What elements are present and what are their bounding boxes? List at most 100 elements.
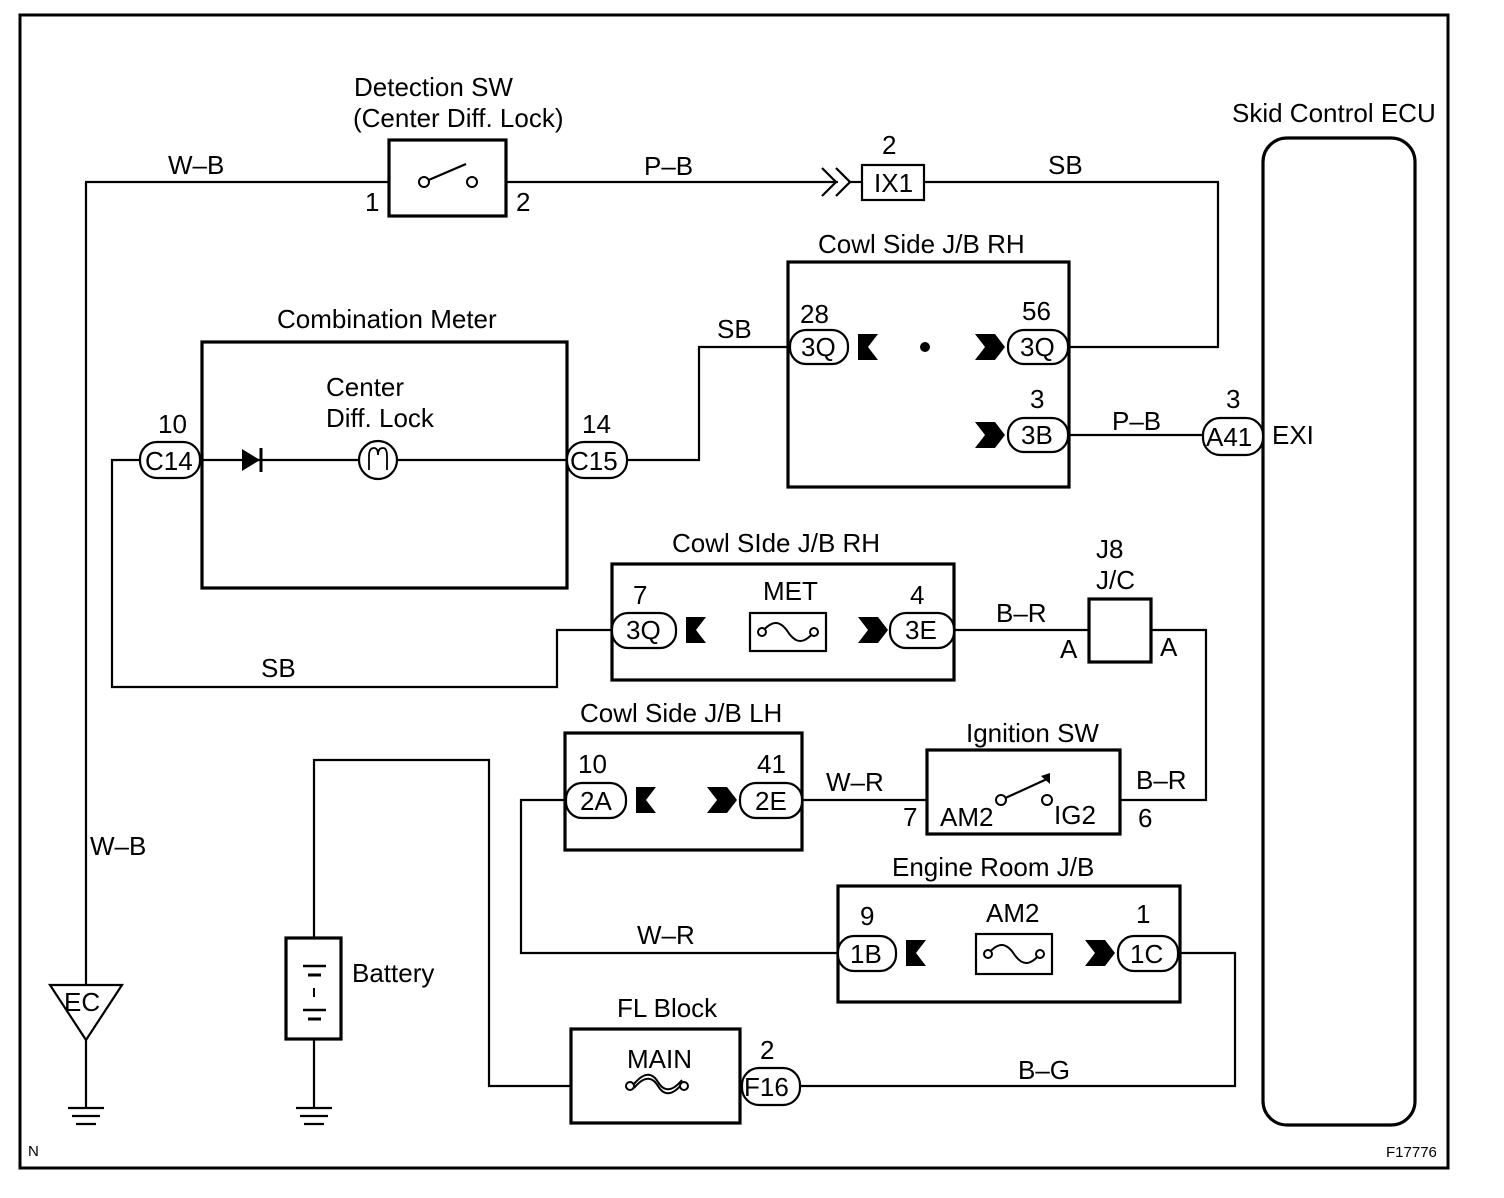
engine-connector-1c: [1116, 934, 1180, 973]
cowl-top-connector-3q-right-label: 3Q: [1020, 332, 1055, 362]
connector-c14-label: C14: [145, 446, 193, 476]
ground-icon: [296, 1106, 332, 1126]
battery-label: Battery: [352, 958, 434, 988]
cowl-lh-connector-2e-label: 2E: [755, 786, 787, 816]
cowl-jb-lh: Cowl Side J/B LH 2A 10 2E 41: [563, 698, 804, 852]
fuse-am2-label: AM2: [986, 898, 1039, 928]
connector-c15: [565, 440, 629, 480]
fusible-link-icon: [625, 1073, 689, 1095]
diagram-frame: [18, 13, 1450, 1170]
engine-pin-9: 9: [860, 901, 874, 931]
ecu-body: [1261, 136, 1417, 1127]
lamp-label-line1: Center: [326, 372, 404, 402]
detection-switch-pin-1: 1: [365, 187, 379, 217]
ground-point-ec: EC: [47, 983, 125, 1043]
cowl-top-pin-3: 3: [1030, 384, 1044, 414]
ignition-switch-body: [925, 748, 1122, 836]
wire-label: B–G: [1018, 1055, 1070, 1085]
j8-junction-connector: J8 J/C A A: [1060, 534, 1178, 664]
detection-switch-body: [387, 138, 508, 218]
splice-dot: [920, 342, 930, 352]
wire-labels: W–B P–B SB SB P–B SB B–R W–R B–R W–B W–R…: [90, 150, 1187, 1085]
wire-label: W–R: [826, 767, 884, 797]
combination-meter-title: Combination Meter: [277, 304, 497, 334]
cowl-top-connector-3q-right: [1006, 328, 1070, 366]
a41-body: [1201, 416, 1265, 457]
connector-c14: [138, 440, 202, 480]
wire-label: P–B: [1112, 406, 1161, 436]
a41-label: A41: [1206, 422, 1252, 452]
j8-title: J8: [1096, 534, 1123, 564]
ignition-switch-title: Ignition SW: [966, 718, 1099, 748]
ignition-pin-7: 7: [903, 802, 917, 832]
fl-block: FL Block MAIN F16 2: [569, 993, 802, 1125]
cowl-jb-lh-title: Cowl Side J/B LH: [580, 698, 782, 728]
ignition-terminal-am2: AM2: [940, 802, 993, 832]
cowl-lh-pin-41: 41: [757, 749, 786, 779]
wire-label: SB: [261, 653, 296, 683]
connector-f16-pin: 2: [760, 1035, 774, 1065]
bulb-icon: [357, 439, 399, 481]
lamp-label-line2: Diff. Lock: [326, 403, 435, 433]
fl-block-title: FL Block: [617, 993, 718, 1023]
engine-connector-1b: [836, 934, 898, 973]
diode-icon: [242, 448, 263, 472]
engine-connector-1c-label: 1C: [1130, 939, 1163, 969]
wire-label: B–R: [996, 598, 1047, 628]
ignition-contact-icon: [995, 773, 1053, 806]
connector-f16-label: F16: [744, 1072, 789, 1102]
engine-room-jb-title: Engine Room J/B: [892, 852, 1094, 882]
wire-label: B–R: [1136, 765, 1187, 795]
a41-connector: A41 3: [1201, 384, 1265, 457]
wire-label: P–B: [644, 151, 693, 181]
detection-switch-subtitle: (Center Diff. Lock): [353, 103, 563, 133]
connector-c15-label: C15: [570, 446, 618, 476]
ix1-connector: IX1 2: [821, 130, 926, 202]
battery: Battery: [284, 936, 434, 1041]
connector-c15-pin: 14: [582, 409, 611, 439]
wire-label: W–B: [168, 150, 224, 180]
j8-subtitle: J/C: [1096, 565, 1135, 595]
combination-meter: Combination Meter Center Diff. Lock C14 …: [138, 304, 629, 590]
ground-point-label: EC: [64, 987, 100, 1017]
ignition-pin-6: 6: [1138, 803, 1152, 833]
fuse-icon: [761, 622, 815, 642]
cowl-jb-rh-mid: Cowl SIde J/B RH 3Q 7 MET 3E 4: [610, 528, 956, 682]
ground-triangle-icon: [47, 983, 125, 1043]
cowl-mid-connector-3e: [888, 611, 956, 650]
connector-c14-pin: 10: [158, 409, 187, 439]
connector-f16: [740, 1066, 802, 1107]
cowl-lh-connector-2a: [564, 781, 628, 820]
j8-body: [1087, 597, 1153, 664]
cowl-mid-pin-4: 4: [910, 580, 924, 610]
cowl-top-connector-3q-left-label: 3Q: [801, 332, 836, 362]
ix1-label: IX1: [874, 168, 913, 198]
ignition-switch: Ignition SW AM2 IG2 7 6: [903, 718, 1152, 836]
figure-code: F17776: [1386, 1144, 1437, 1161]
ix1-box: [860, 163, 926, 202]
wire-label: SB: [717, 314, 752, 344]
engine-room-jb: Engine Room J/B 1B 9 AM2 1C 1: [836, 852, 1182, 1004]
cowl-lh-connector-2e: [738, 781, 804, 820]
j8-pin-right: A: [1160, 632, 1178, 662]
ix1-pin: 2: [882, 130, 896, 160]
fuse-main-label: MAIN: [627, 1044, 692, 1074]
cowl-mid-connector-3q-label: 3Q: [626, 615, 661, 645]
corner-marker: N: [28, 1143, 39, 1160]
cowl-top-connector-3b-label: 3B: [1021, 420, 1053, 450]
detection-switch-pin-2: 2: [516, 187, 530, 217]
cowl-mid-connector-3q: [610, 611, 678, 650]
cowl-mid-pin-7: 7: [633, 580, 647, 610]
wire-label: W–R: [637, 920, 695, 950]
ecu-title: Skid Control ECU: [1232, 98, 1436, 128]
fl-block-body: [569, 1027, 742, 1125]
cowl-top-pin-28: 28: [800, 299, 829, 329]
engine-connector-1b-label: 1B: [850, 939, 882, 969]
cowl-mid-connector-3e-label: 3E: [905, 615, 937, 645]
cowl-top-pin-56: 56: [1022, 296, 1051, 326]
detection-switch: Detection SW (Center Diff. Lock) 1 2: [353, 72, 563, 218]
fuse-icon: [987, 944, 1041, 964]
ecu-terminal-exi: EXI: [1272, 420, 1314, 450]
